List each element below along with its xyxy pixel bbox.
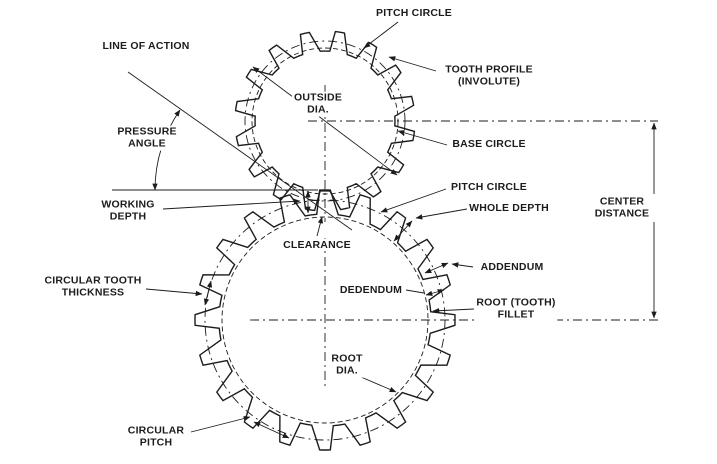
label-outside-dia: OUTSIDE DIA. (291, 91, 345, 117)
leader-dedendum (405, 289, 425, 294)
dedendum-arrow (425, 289, 445, 296)
label-line-of-action: LINE OF ACTION (100, 39, 192, 53)
label-clearance: CLEARANCE (281, 238, 353, 252)
label-base-circle: BASE CIRCLE (450, 137, 528, 151)
line-of-action-line (127, 71, 353, 231)
dimension-arrows (203, 66, 449, 439)
leader-base-circle (397, 130, 448, 146)
label-addendum: ADDENDUM (478, 260, 546, 274)
top-gear-pitch-circle (244, 40, 406, 202)
bottom-gear-pitch-circle (204, 199, 446, 441)
addendum-arrow (424, 262, 449, 274)
label-tooth-profile: TOOTH PROFILE (INVOLUTE) (443, 63, 535, 89)
label-root-tooth-fillet: ROOT (TOOTH) FILLET (474, 296, 558, 322)
circular-tooth-thickness-arrow (203, 280, 213, 306)
label-working-depth: WORKING DEPTH (99, 198, 157, 224)
label-root-dia: ROOT DIA. (329, 352, 365, 378)
label-circular-pitch: CIRCULAR PITCH (125, 424, 187, 450)
leader-whole-depth (415, 208, 468, 220)
label-pressure-angle: PRESSURE ANGLE (115, 125, 179, 151)
leader-lines (145, 21, 475, 433)
label-center-distance: CENTER DISTANCE (592, 195, 652, 221)
top-gear-base-circle (251, 47, 399, 195)
label-whole-depth: WHOLE DEPTH (467, 201, 551, 215)
bottom-gear (194, 189, 456, 451)
centerlines (250, 85, 658, 388)
label-pitch-circle-top: PITCH CIRCLE (374, 6, 454, 20)
label-pitch-circle-lower: PITCH CIRCLE (449, 180, 529, 194)
leader-pitch-circle-lower (380, 188, 447, 213)
leader-tooth-profile (388, 56, 437, 72)
whole-depth-arrow (393, 220, 413, 242)
outside-dia-arrow (252, 66, 398, 176)
leader-working-depth (162, 198, 301, 210)
label-dedendum: DEDENDUM (337, 283, 405, 297)
leader-pitch-circle-top (363, 21, 399, 49)
bottom-gear-outline (194, 189, 456, 451)
bottom-gear-root-circle (221, 216, 429, 424)
leader-circular-tooth-thickness (145, 288, 203, 297)
leader-root-dia (360, 376, 397, 393)
leader-root-fillet (432, 307, 475, 314)
leader-clearance (316, 216, 324, 237)
label-circular-tooth-thickness: CIRCULAR TOOTH THICKNESS (42, 274, 144, 300)
circular-pitch-arrow (253, 421, 290, 439)
leader-addendum (451, 262, 474, 268)
leader-circular-pitch (190, 415, 251, 433)
